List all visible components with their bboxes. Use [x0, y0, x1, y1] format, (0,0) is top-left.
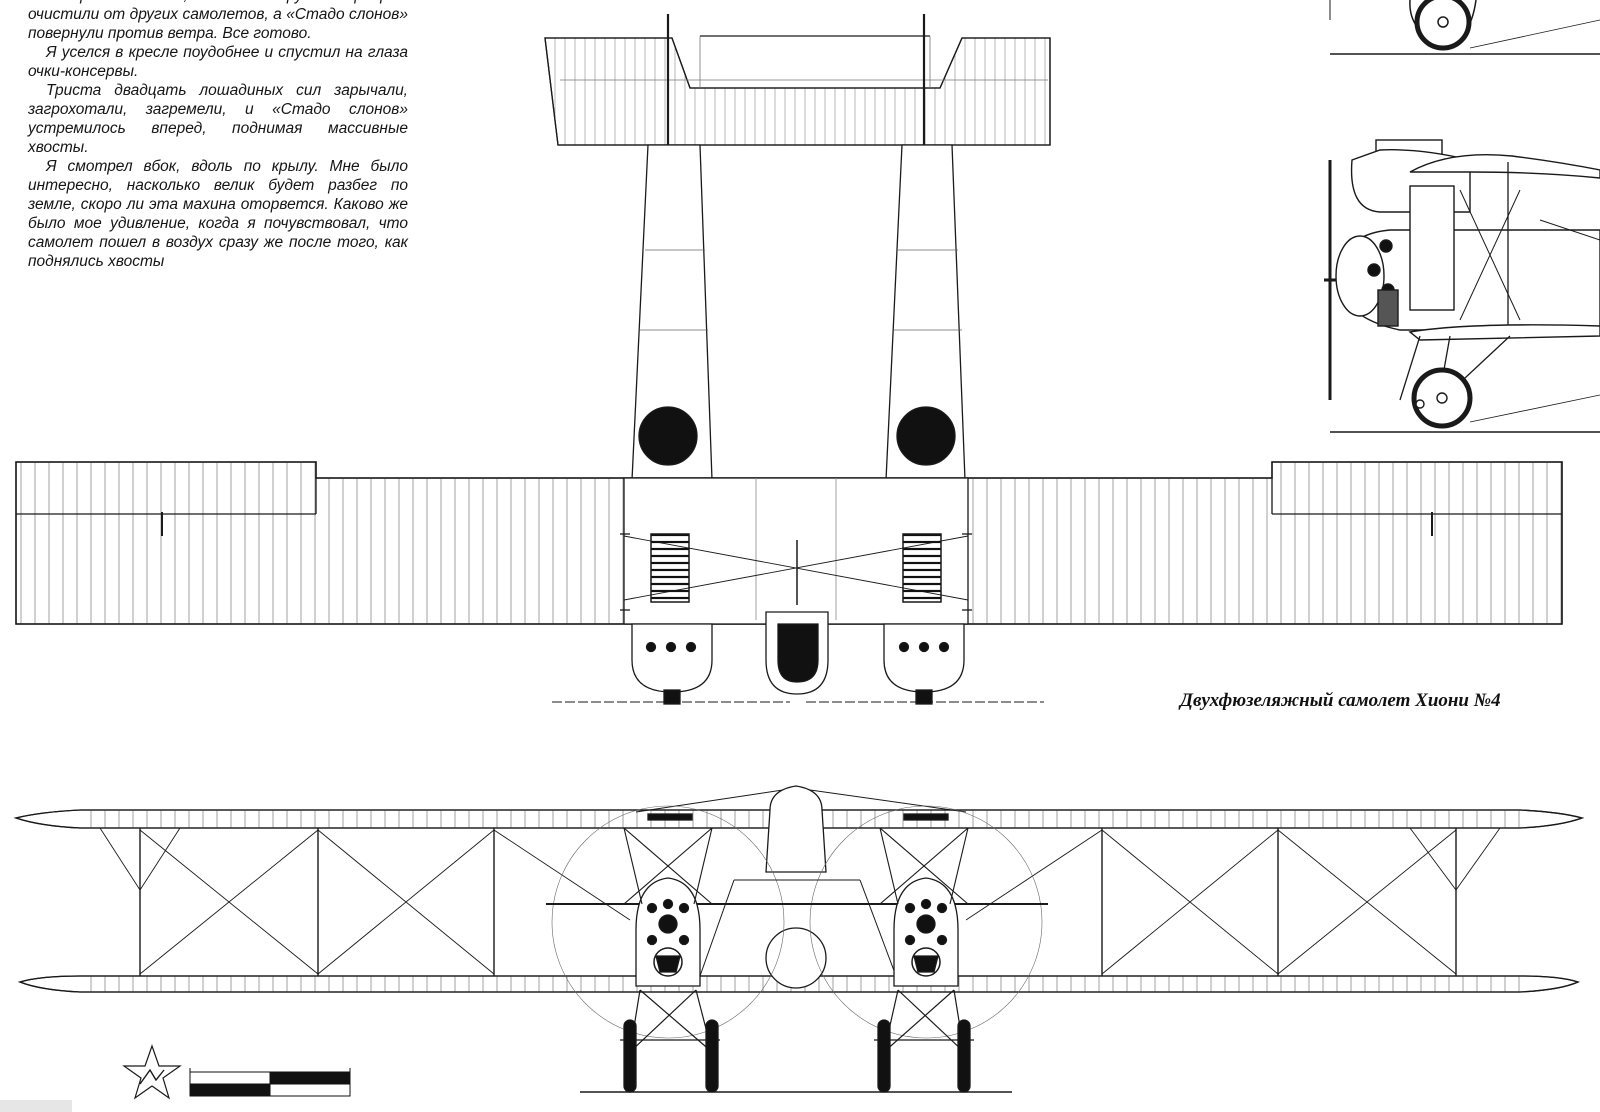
roundel-left [638, 406, 698, 466]
figure-caption: Двухфюзеляжный самолет Хиони №4 [1180, 690, 1501, 711]
nacelle-right [883, 623, 965, 693]
front-view-drawing [13, 785, 1585, 1093]
radiator-right [902, 533, 942, 603]
side-view-rear [1329, 0, 1600, 55]
nacelle-left [631, 623, 713, 693]
front-propeller-right [809, 805, 1043, 1039]
article-text: Вот заработал один, а за ним — другой. А… [28, 0, 408, 271]
tailplane [544, 37, 1051, 146]
star-emblem [122, 1044, 182, 1100]
front-engine-right [893, 877, 959, 987]
article-paragraph-4: Я смотрел вбок, вдоль по крылу. Мне было… [28, 158, 408, 270]
side-upper-wing [1409, 154, 1600, 179]
front-propeller-left [551, 805, 785, 1039]
radiator-left [650, 533, 690, 603]
scale-bar [189, 1068, 351, 1097]
roundel-right [896, 406, 956, 466]
article-paragraph-2: Я уселся в кресле поудобнее и спустил на… [28, 44, 408, 80]
article-paragraph-3: Триста двадцать лошадиных сил зарычали, … [28, 82, 408, 156]
front-engine-left [635, 877, 701, 987]
side-view-front [1324, 139, 1600, 433]
article-paragraph-1: Вот заработал один, а за ним — другой. А… [28, 0, 408, 42]
top-view-drawing [15, 14, 1563, 705]
